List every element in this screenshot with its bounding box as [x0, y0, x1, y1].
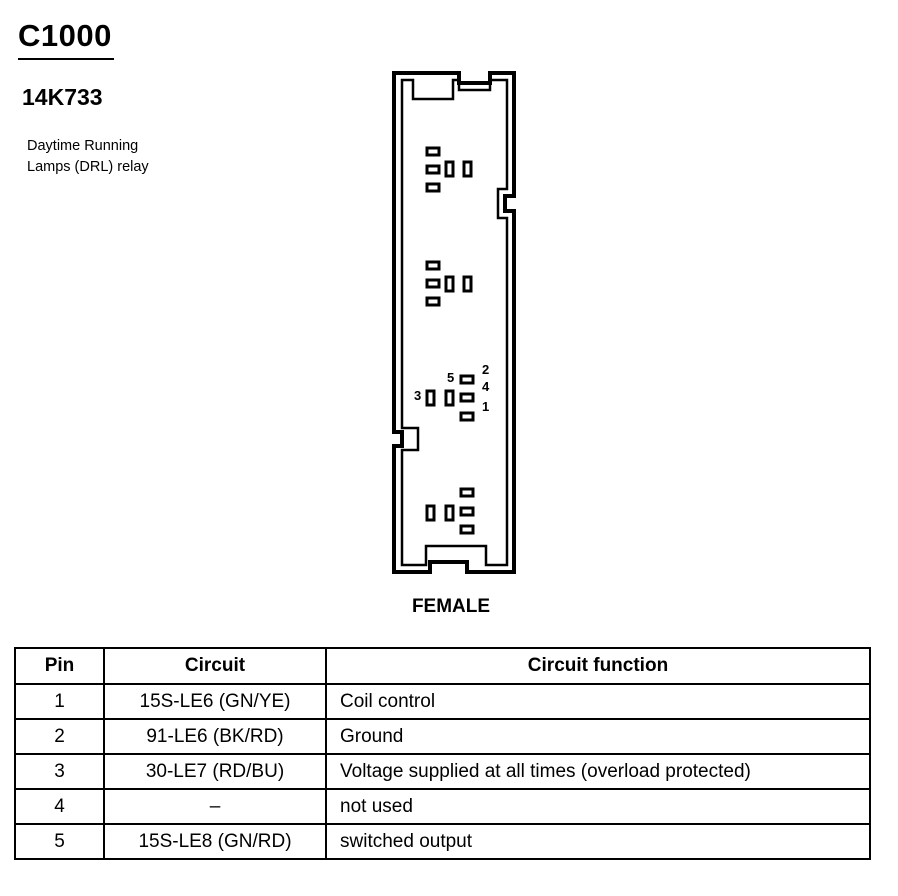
cell-pin: 2: [14, 718, 105, 755]
table-row: 3 30-LE7 (RD/BU) Voltage supplied at all…: [14, 753, 871, 790]
connector-code: C1000: [18, 18, 112, 53]
pin-table: Pin Circuit Circuit function 1 15S-LE6 (…: [14, 647, 871, 860]
connector-face-diagram: 5 2 4 3 1: [392, 71, 516, 574]
cell-circuit: 30-LE7 (RD/BU): [103, 753, 327, 790]
cell-function: Voltage supplied at all times (overload …: [325, 753, 871, 790]
cell-pin: 5: [14, 823, 105, 860]
pin-label-4: 4: [482, 379, 490, 394]
table-row: 5 15S-LE8 (GN/RD) switched output: [14, 823, 871, 860]
description-line-1: Daytime Running: [27, 138, 139, 154]
header-pin: Pin: [14, 647, 105, 685]
pin-label-2: 2: [482, 362, 489, 377]
connector-description: Daytime Running Lamps (DRL) relay: [27, 136, 149, 178]
cavity-group-4: [425, 487, 475, 535]
cell-function: Coil control: [325, 683, 871, 720]
pin-label-3: 3: [414, 388, 421, 403]
table-row: 2 91-LE6 (BK/RD) Ground: [14, 718, 871, 755]
pin-table-header: Pin Circuit Circuit function: [14, 647, 871, 685]
part-number: 14K733: [22, 84, 103, 110]
header-circuit-function: Circuit function: [325, 647, 871, 685]
cell-function: Ground: [325, 718, 871, 755]
pin-label-1: 1: [482, 399, 489, 414]
connector-housing-outer: [392, 71, 516, 574]
connector-housing-inner: [400, 78, 509, 567]
cell-pin: 1: [14, 683, 105, 720]
cell-function: not used: [325, 788, 871, 825]
cell-pin: 3: [14, 753, 105, 790]
title-underline: [18, 58, 114, 60]
connector-gender-label: FEMALE: [411, 596, 491, 617]
pin-label-5: 5: [447, 370, 454, 385]
cell-pin: 4: [14, 788, 105, 825]
cell-circuit: –: [103, 788, 327, 825]
cavity-group-1: [425, 146, 473, 193]
description-line-2: Lamps (DRL) relay: [27, 159, 149, 175]
table-row: 1 15S-LE6 (GN/YE) Coil control: [14, 683, 871, 720]
header-circuit: Circuit: [103, 647, 327, 685]
cavity-group-3: [425, 374, 475, 422]
cavity-group-2: [425, 260, 473, 307]
cell-function: switched output: [325, 823, 871, 860]
table-row: 4 – not used: [14, 788, 871, 825]
cell-circuit: 91-LE6 (BK/RD): [103, 718, 327, 755]
cell-circuit: 15S-LE8 (GN/RD): [103, 823, 327, 860]
cell-circuit: 15S-LE6 (GN/YE): [103, 683, 327, 720]
